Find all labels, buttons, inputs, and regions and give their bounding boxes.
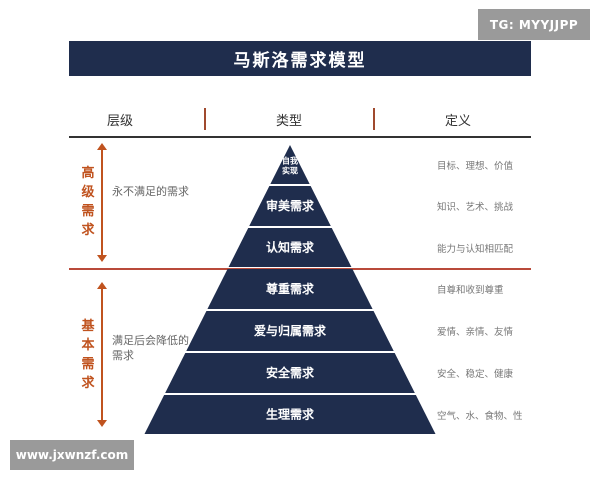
tier-label: 尊重需求 xyxy=(266,281,315,296)
tier-definition: 爱情、亲情、友情 xyxy=(437,327,514,338)
range-line-basic xyxy=(101,289,103,420)
header-definition: 定义 xyxy=(444,114,472,129)
pyramid-tier xyxy=(165,353,415,393)
arrow-up-icon xyxy=(97,143,107,150)
header-separator xyxy=(204,108,206,130)
watermark-top: TG: MYYJJPP xyxy=(478,9,590,40)
header-rule xyxy=(69,136,531,138)
tier-definition: 目标、理想、价值 xyxy=(437,160,514,172)
tier-label: 实现 xyxy=(282,166,298,176)
header-separator xyxy=(373,108,375,130)
tier-label: 审美需求 xyxy=(266,198,315,213)
header-type: 类型 xyxy=(275,114,303,129)
pyramid-tier xyxy=(186,311,394,351)
tier-definition: 空气、水、食物、性 xyxy=(437,410,523,422)
tier-label: 自我 xyxy=(282,156,298,166)
group-desc-basic: 满足后会降低的需求 xyxy=(112,334,189,362)
diagram-title: 马斯洛需求模型 xyxy=(69,41,531,76)
group-label-basic: 基本需求 xyxy=(81,319,95,391)
arrow-down-icon xyxy=(97,255,107,262)
tier-definition: 知识、艺术、挑战 xyxy=(437,202,514,213)
tier-label: 生理需求 xyxy=(266,407,315,422)
pyramid-tier xyxy=(270,145,310,184)
watermark-bottom: www.jxwnzf.com xyxy=(10,440,134,470)
pyramid-tier xyxy=(249,186,331,226)
pyramid-tier xyxy=(144,395,436,434)
group-desc-high: 永不满足的需求 xyxy=(112,185,189,198)
group-label-high: 高级需求 xyxy=(81,166,95,238)
header-level: 层级 xyxy=(106,114,134,129)
tier-label: 安全需求 xyxy=(266,365,315,380)
range-line-high xyxy=(101,150,103,255)
group-divider xyxy=(69,268,531,270)
tier-label: 认知需求 xyxy=(266,240,315,255)
tier-definition: 安全、稳定、健康 xyxy=(437,369,514,380)
pyramid-tier xyxy=(207,269,373,309)
tier-definition: 能力与认知相匹配 xyxy=(437,243,514,255)
tier-definition: 自尊和收到尊重 xyxy=(437,285,504,296)
pyramid-tier xyxy=(228,228,352,267)
tier-label: 爱与归属需求 xyxy=(254,323,327,338)
arrow-down-icon xyxy=(97,420,107,427)
arrow-up-icon xyxy=(97,282,107,289)
